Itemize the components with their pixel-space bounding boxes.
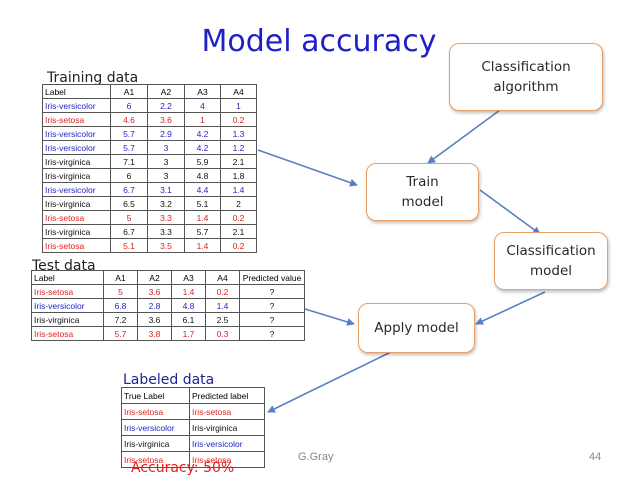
page-number: 44 <box>589 451 602 463</box>
arrow-apply-to-labeled <box>267 349 396 413</box>
test-value-cell: 3.8 <box>137 326 172 341</box>
arrow-training-to-train <box>257 149 358 187</box>
test-value-cell: 5.7 <box>103 326 138 341</box>
test-value-cell: ? <box>239 326 305 341</box>
training-value-cell: 2 <box>220 196 257 211</box>
training-label-cell: Iris-setosa <box>42 238 111 253</box>
classification-model-box: Classification model <box>494 232 608 290</box>
training-data-label: Training data <box>47 70 139 86</box>
apply-model-box: Apply model <box>358 303 475 353</box>
arrow-test-to-apply <box>304 308 355 326</box>
training-value-cell: 3.5 <box>147 238 185 253</box>
training-value-cell: 0.2 <box>220 238 257 253</box>
labeled-data-label: Labeled data <box>123 372 215 388</box>
slide-title: Model accuracy <box>201 24 437 59</box>
footer-author: G.Gray <box>298 451 334 463</box>
training-value-cell: 1.4 <box>184 238 221 253</box>
accuracy-label: Accuracy: 50% <box>131 460 235 476</box>
arrow-algorithm-to-train <box>427 109 501 164</box>
train-model-box: Train model <box>366 163 479 221</box>
test-header-cell: Predicted value <box>239 270 305 285</box>
predicted-label-cell: Iris-setosa <box>189 451 265 468</box>
classification-algorithm-box: Classification algorithm <box>449 43 603 111</box>
arrow-model-to-apply <box>475 291 546 325</box>
test-value-cell: ? <box>239 298 305 313</box>
arrow-train-to-model <box>479 189 541 235</box>
